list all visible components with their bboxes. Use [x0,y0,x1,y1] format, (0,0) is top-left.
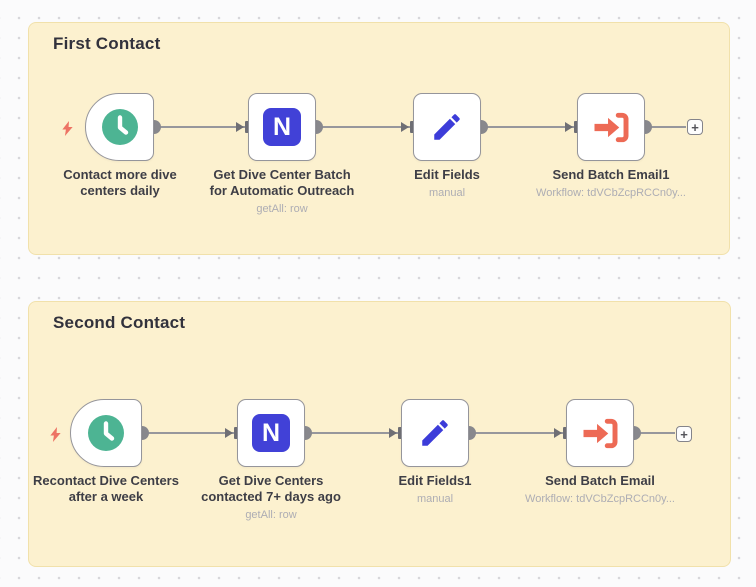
node-title-line1: Send Batch Email [545,473,655,488]
node-subtitle: manual [428,187,466,199]
connection [638,120,687,134]
connection-line [469,432,565,434]
lightning-trigger-icon [61,121,74,136]
input-endpoint[interactable] [410,121,414,133]
arrowhead-icon [401,122,409,132]
node-title-line1: Get Dive Centers [218,473,324,488]
node-label: Edit Fields1 manual [399,473,472,506]
arrowhead-icon [389,428,397,438]
connection [309,120,414,134]
node-label: Recontact Dive Centers after a week [33,473,179,508]
node-subtitle: getAll: row [245,509,297,521]
node-schedule-trigger[interactable] [85,93,154,161]
input-endpoint[interactable] [398,427,402,439]
node-notion[interactable]: N [248,93,316,161]
node-label: Edit Fields manual [414,167,480,200]
connection [135,426,238,440]
node-title-line1: Send Batch Email1 [552,167,670,182]
node-title-line2: centers daily [80,183,160,198]
execute-workflow-icon [580,417,620,450]
connection-line [154,126,247,128]
node-title-line1: Edit Fields1 [398,473,472,488]
arrowhead-icon [236,122,244,132]
pencil-icon [418,416,452,450]
connection-line [316,126,412,128]
arrowhead-icon [554,428,562,438]
add-node-button[interactable]: + [676,426,692,442]
connection [627,426,676,440]
sticky-title: Second Contact [53,313,186,332]
node-label: Get Dive Centers contacted 7+ days ago g… [201,473,341,522]
node-label: Contact more dive centers daily [63,167,176,202]
clock-icon [101,109,138,145]
node-title-line2: contacted 7+ days ago [201,489,341,504]
input-endpoint[interactable] [234,427,238,439]
node-title-line1: Get Dive Center Batch [213,167,351,182]
node-subtitle: manual [416,493,454,505]
connection [474,120,578,134]
pencil-icon [430,110,464,144]
node-notion[interactable]: N [237,399,305,467]
node-schedule-trigger[interactable] [70,399,142,467]
notion-icon: N [263,108,301,146]
arrowhead-icon [225,428,233,438]
connection-line [634,432,675,434]
input-endpoint[interactable] [574,121,578,133]
node-execute-workflow[interactable] [566,399,634,467]
arrowhead-icon [565,122,573,132]
node-subtitle: Workflow: tdVCbZcpRCCn0y... [536,187,686,199]
connection-line [481,126,576,128]
node-title-line2: for Automatic Outreach [209,183,355,198]
input-endpoint[interactable] [245,121,249,133]
connection-line [305,432,400,434]
input-endpoint[interactable] [563,427,567,439]
node-label: Send Batch Email Workflow: tdVCbZcpRCCn0… [525,473,675,506]
connection-line [645,126,686,128]
node-title-line2: after a week [68,489,144,504]
execute-workflow-icon [591,111,631,144]
node-subtitle: Workflow: tdVCbZcpRCCn0y... [525,493,675,505]
sticky-title: First Contact [53,34,161,53]
lightning-trigger-icon [49,427,62,442]
node-subtitle: getAll: row [256,203,308,215]
node-label: Get Dive Center Batch for Automatic Outr… [210,167,355,216]
node-title-line1: Edit Fields [414,167,480,182]
connection-line [142,432,236,434]
connection [462,426,567,440]
node-title-line1: Recontact Dive Centers [33,473,179,488]
clock-icon [88,415,124,451]
connection [298,426,402,440]
node-execute-workflow[interactable] [577,93,645,161]
node-edit-fields[interactable] [413,93,481,161]
node-title-line1: Contact more dive [63,167,177,182]
node-edit-fields[interactable] [401,399,469,467]
add-node-button[interactable]: + [687,119,703,135]
notion-icon: N [252,414,290,452]
connection [147,120,249,134]
node-label: Send Batch Email1 Workflow: tdVCbZcpRCCn… [536,167,686,200]
